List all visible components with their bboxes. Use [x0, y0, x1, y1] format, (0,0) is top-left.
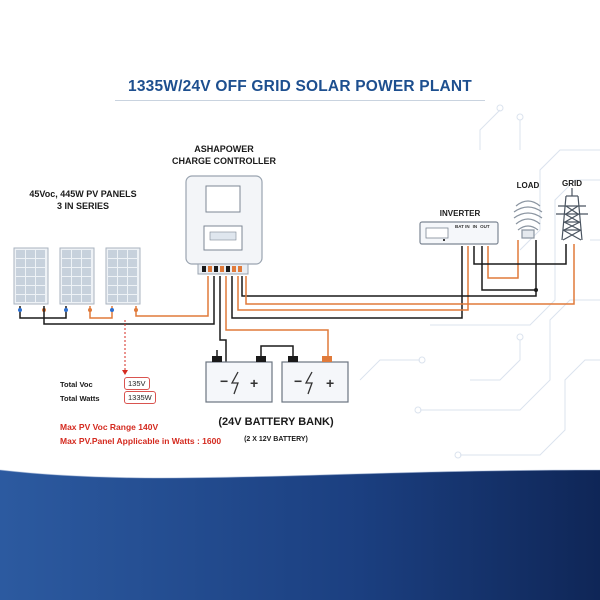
battery-series-link — [260, 345, 294, 356]
battery-bank-label: (24V BATTERY BANK) — [218, 416, 334, 428]
bottom-wave — [0, 470, 600, 600]
note-panel-watts: Max PV.Panel Applicable in Watts : 1600 — [60, 436, 222, 446]
load-bulb-icon — [513, 200, 543, 239]
terminal-in: IN — [472, 224, 478, 229]
controller-inverter-positive — [237, 246, 469, 311]
inverter-label: INVERTER — [439, 209, 481, 218]
inverter-out-wire-2 — [487, 240, 519, 279]
charge-controller — [185, 175, 263, 275]
battery-positive-wire — [225, 276, 329, 362]
svg-text:+: + — [250, 375, 258, 391]
pv-panel — [59, 247, 95, 305]
controller-label-line2: CHARGE CONTROLLER — [172, 156, 276, 166]
pv-panel — [105, 247, 141, 305]
title-divider — [115, 100, 485, 101]
circuit-pattern — [359, 104, 600, 459]
grid-label: GRID — [562, 179, 582, 188]
terminal-bat-in: BAT IN — [455, 224, 470, 229]
battery: − + — [281, 356, 349, 403]
note-voc-range: Max PV Voc Range 140V — [60, 422, 159, 432]
pv-panel — [13, 247, 49, 305]
total-watts-label: Total Watts — [60, 394, 100, 403]
pv-negative-wire — [135, 276, 209, 317]
inverter — [419, 221, 499, 245]
controller-load-wire — [241, 240, 537, 297]
svg-text:−: − — [220, 373, 228, 389]
panels-label: 45Voc, 445W PV PANELS 3 IN SERIES — [8, 188, 158, 212]
battery-bank-sublabel: (2 X 12V BATTERY) — [244, 436, 308, 443]
controller-label: ASHAPOWER CHARGE CONTROLLER — [168, 143, 280, 167]
panels-label-line2: 3 IN SERIES — [56, 201, 110, 211]
controller-inverter-negative — [231, 246, 463, 319]
svg-text:−: − — [294, 373, 302, 389]
total-voc-value: 135V — [124, 377, 150, 390]
controller-load-positive — [245, 244, 575, 305]
inverter-out-wire — [481, 246, 536, 291]
terminal-out: OUT — [480, 224, 490, 229]
total-voc-label: Total Voc — [60, 380, 93, 389]
grid-tower-icon — [556, 188, 588, 241]
inverter-terminals: BAT IN IN OUT — [455, 224, 490, 229]
panels-label-line1: 45Voc, 445W PV PANELS — [29, 189, 137, 199]
controller-label-line1: ASHAPOWER — [194, 144, 254, 154]
inverter-in-wire — [473, 244, 567, 265]
pv-positive-wire — [43, 276, 215, 325]
panel-series-wiring — [18, 306, 138, 319]
svg-text:+: + — [326, 375, 334, 391]
total-watts-value: 1335W — [124, 391, 156, 404]
page-title: 1335W/24V OFF GRID SOLAR POWER PLANT — [128, 78, 472, 95]
battery-negative-wire — [219, 276, 227, 362]
load-label: LOAD — [516, 181, 540, 190]
battery: − + — [205, 356, 273, 403]
